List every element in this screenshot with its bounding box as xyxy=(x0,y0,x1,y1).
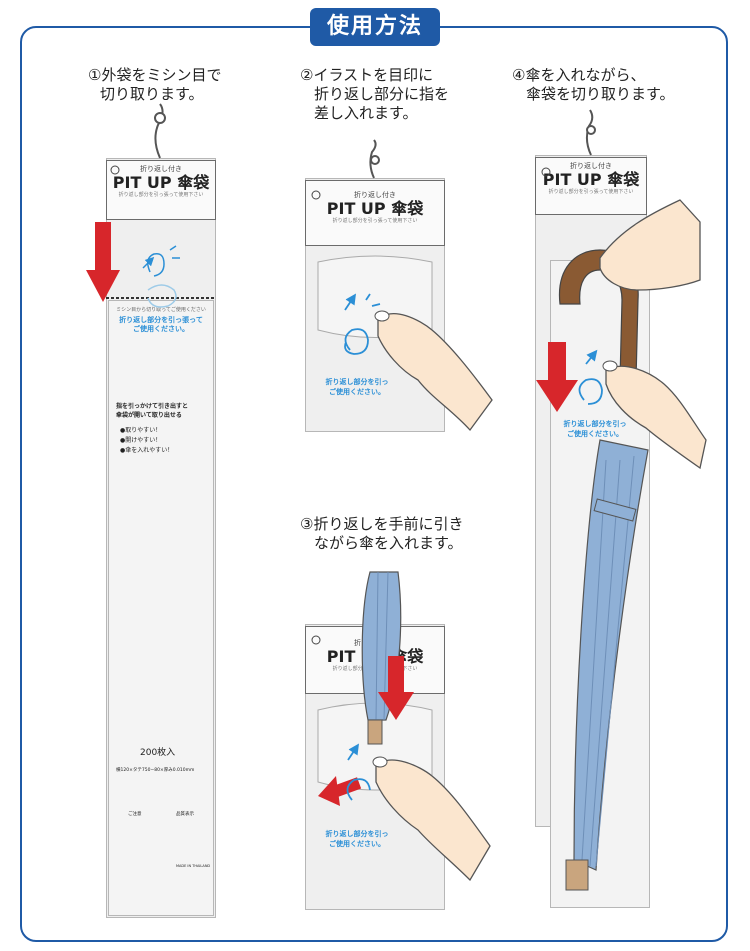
logo-mark-icon xyxy=(311,190,321,200)
step-4-label: 折り返し付き PIT UP 傘袋 折り返し部分を引っ張って使用下さい xyxy=(535,157,647,215)
feature-heading-1: 指を引っかけて引き出すと xyxy=(116,403,189,410)
finger-illustration-icon xyxy=(142,245,180,308)
origin-label: MADE IN THAILAND xyxy=(176,864,211,868)
down-arrow-icon xyxy=(86,222,120,302)
hanger-hook-icon xyxy=(585,109,596,156)
finger-illustration-icon xyxy=(346,743,371,801)
pull-arrow-icon xyxy=(318,776,362,806)
hand-icon xyxy=(602,360,707,470)
step-2-label: 折り返し付き PIT UP 傘袋 折り返し部分を引っ張って使用下さい xyxy=(305,180,445,246)
finger-illustration-icon xyxy=(344,293,381,355)
down-arrow-icon xyxy=(378,656,414,720)
finger-illustration-icon xyxy=(578,349,603,405)
manufacturer-heading: 品質表示 xyxy=(176,812,194,817)
hand-icon xyxy=(599,199,701,291)
step-1-inner-bag xyxy=(108,300,214,916)
feature-item-2: ●開けやすい！ xyxy=(120,437,162,444)
step-1-label: 折り返し付き PIT UP 傘袋 折り返し部分を引っ張って使用下さい xyxy=(106,160,216,220)
down-arrow-icon xyxy=(536,342,578,412)
hanger-hook-icon xyxy=(369,139,380,179)
logo-mark-icon xyxy=(110,165,120,175)
logo-mark-icon xyxy=(311,635,321,645)
step-1-perforation-note: ミシン目から切り取ってご使用ください xyxy=(116,307,206,313)
step-1-caption: ①外袋をミシン目で切り取ります。 xyxy=(88,66,222,103)
step-4-cut-instruction-2: ご使用ください。 xyxy=(567,430,623,438)
step-2-cut-instruction-2: ご使用ください。 xyxy=(329,388,385,396)
step-2-cut-instruction-1: 折り返し部分を引っ xyxy=(325,378,389,386)
step-3-caption: ③折り返しを手前に引きながら傘を入れます。 xyxy=(300,515,464,552)
logo-mark-icon xyxy=(541,167,551,177)
step-1-fold-instruction-2: ご使用ください。 xyxy=(133,325,189,333)
count-label: 200枚入 xyxy=(140,748,176,758)
hand-icon xyxy=(374,310,493,432)
hand-icon xyxy=(372,756,491,882)
feature-item-3: ●傘を入れやすい！ xyxy=(120,447,174,454)
step-4-caption: ④傘を入れながら、傘袋を切り取ります。 xyxy=(512,66,675,103)
feature-heading-2: 傘袋が開いて取り出せる xyxy=(116,412,182,419)
hanger-hook-icon xyxy=(154,103,166,159)
step-3-cut-instruction-1: 折り返し部分を引っ xyxy=(325,830,389,838)
spec-label: 横120×タテ750−80×厚み0.010mm xyxy=(116,768,195,773)
page-title: 使用方法 xyxy=(310,8,440,46)
step-2-caption: ②イラストを目印に折り返し部分に指を差し入れます。 xyxy=(300,66,450,122)
step-1-fold-instruction-1: 折り返し部分を引っ張って xyxy=(119,316,203,324)
feature-item-1: ●取りやすい！ xyxy=(120,427,162,434)
step-4-cut-instruction-1: 折り返し部分を引っ xyxy=(563,420,627,428)
umbrella-icon xyxy=(565,439,649,891)
caution-heading: ご注意 xyxy=(128,812,142,817)
step-3-cut-instruction-2: ご使用ください。 xyxy=(329,840,385,848)
